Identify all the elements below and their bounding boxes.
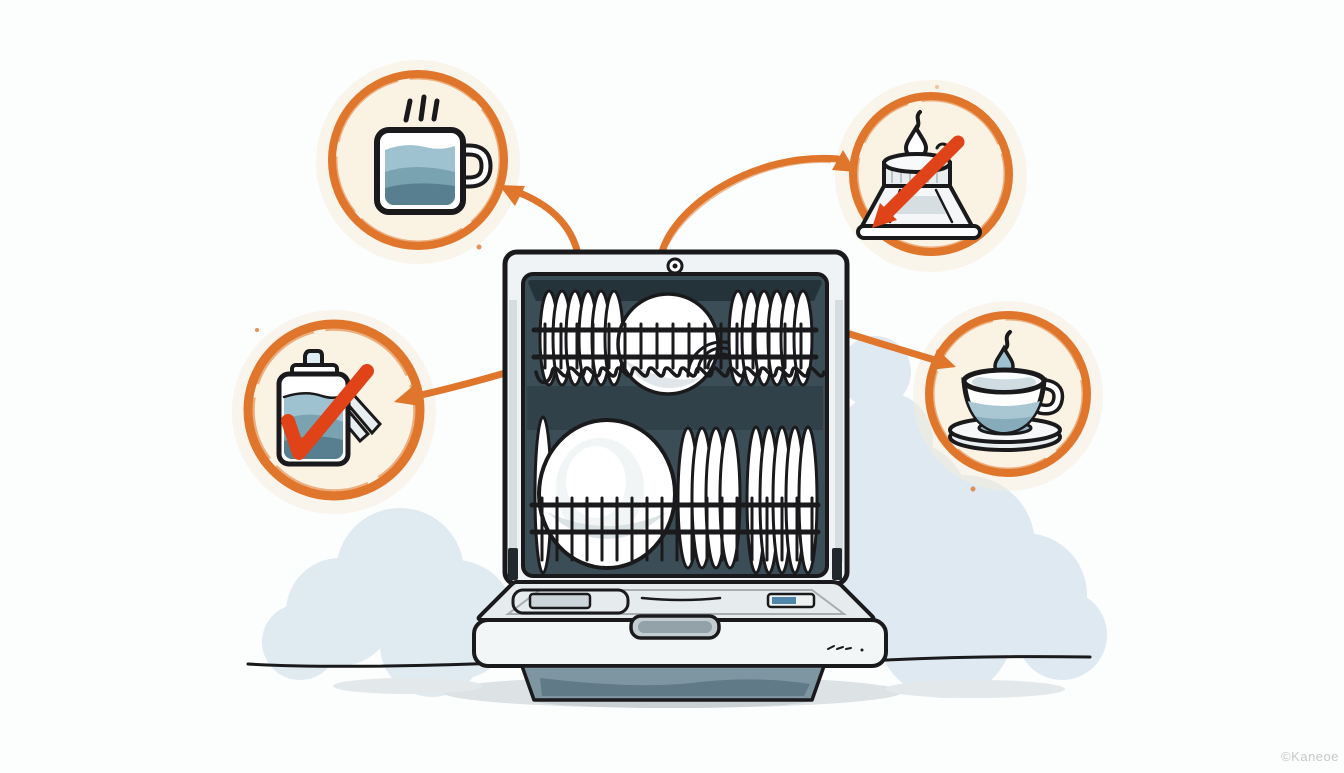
prohibition-slash: [879, 135, 965, 221]
rack-tines: [543, 322, 803, 370]
rinse-aid-chip: [772, 597, 796, 604]
large-plate-center: [566, 446, 626, 518]
arrow-shaft: [508, 186, 582, 258]
callout-ring-sketch: [334, 76, 502, 244]
detergent-cup: [528, 592, 592, 610]
blob: [262, 604, 338, 680]
arrow-to-hot-glass: [499, 185, 582, 258]
blob: [1017, 590, 1107, 680]
bottle-crossed-out-icon: [276, 349, 383, 467]
arrow-shaft: [404, 367, 516, 402]
blob: [877, 562, 1013, 698]
arrow-shaft: [836, 327, 942, 365]
watermark: ©Kaneoe: [1281, 749, 1339, 764]
cup-rim-highlight: [975, 372, 1030, 380]
floor-smear-right: [885, 680, 1065, 698]
callout-ring-sketch: [251, 327, 417, 493]
steam-line: [403, 98, 413, 123]
arrow-to-teacup: [836, 327, 956, 370]
steaming-glass-mug-icon: [374, 94, 493, 215]
hinge-right: [832, 548, 842, 580]
pan-crossed-out-icon: [856, 110, 982, 240]
rack-scallops: [534, 366, 826, 385]
arrow-head: [930, 349, 956, 370]
water-deep: [385, 183, 455, 205]
plate: [797, 425, 819, 575]
callout-ring-sketch: [931, 317, 1085, 471]
arrow-to-no-pan: [658, 150, 856, 256]
callout-hot-glass: [316, 60, 520, 264]
door-top-inner-line: [505, 589, 847, 615]
door-detail-line: [640, 596, 722, 602]
brand-mark: [827, 645, 852, 650]
plate-stack-bottom-right: [745, 425, 819, 575]
base-shade: [540, 678, 810, 696]
arrow-head: [499, 185, 525, 206]
bottom-rack: [529, 496, 821, 562]
open-door: [472, 580, 888, 668]
frame-shade-left: [509, 300, 517, 562]
top-rack: [531, 322, 826, 385]
speckle: [476, 244, 482, 250]
plate-stack-left: [538, 289, 625, 387]
detergent-tray: [511, 588, 630, 615]
ground-line-left: [246, 661, 502, 668]
callout-no-pan: [835, 80, 1027, 272]
prohibition-slash-tip: [872, 203, 897, 228]
ground-line-right: [866, 655, 1092, 663]
arrow-shaft-sketch: [666, 160, 832, 246]
arrow-to-no-bottle: [394, 367, 516, 406]
callout-ring-sketch: [855, 98, 1007, 250]
dishwasher: [472, 249, 888, 702]
steam-lines-icon: [403, 94, 440, 123]
arrow-shaft: [658, 154, 842, 256]
callout-teacup: [913, 301, 1103, 491]
plate: [792, 289, 814, 387]
callout-no-bottle: [232, 310, 436, 514]
cup-handle-inner: [1038, 381, 1061, 412]
arrows: [394, 150, 956, 406]
watercolor-blob-left: [262, 508, 515, 697]
mug-water: [385, 145, 455, 205]
pan-base-plate: [856, 224, 982, 240]
steam-line: [418, 94, 427, 122]
mug-handle-inner: [460, 147, 489, 185]
teacup-with-drop-icon: [948, 330, 1065, 452]
floor-smear-left: [333, 678, 483, 694]
frame-shade-right: [835, 300, 843, 562]
arrow-head: [832, 150, 856, 172]
door-handle-recess: [638, 621, 712, 633]
bowl-shade: [625, 360, 700, 389]
plate-stack-right: [727, 289, 814, 387]
brand-dot: [860, 648, 864, 652]
door-latch-pin: [672, 263, 678, 269]
arrow-head: [394, 385, 420, 406]
prohibition-slash: [281, 364, 374, 460]
speckle: [970, 486, 976, 492]
speckle: [255, 328, 259, 332]
blob: [380, 593, 484, 697]
rack-tines: [540, 496, 814, 562]
bottom-rack-dishes: [533, 415, 819, 575]
base-kick-plate: [520, 664, 826, 702]
blob: [839, 336, 911, 408]
hinge-left: [508, 548, 518, 580]
plate-stack-middle: [676, 426, 742, 570]
top-rack-dishes: [538, 289, 814, 396]
bowl: [616, 292, 720, 396]
steam-line: [431, 98, 440, 122]
